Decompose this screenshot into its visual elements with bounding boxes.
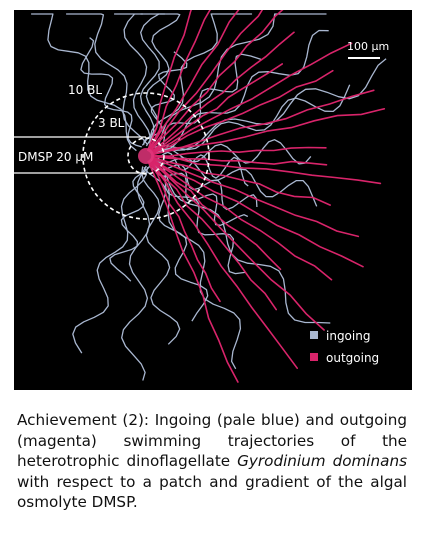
outgoing-trajectory: [147, 10, 192, 152]
caption-species-genus: Gyrodinium: [237, 452, 326, 470]
outgoing-trajectory: [151, 155, 382, 185]
ingoing-trajectory: [153, 84, 351, 151]
trajectory-plot: 10 BL 3 BL DMSP 20 μM 100 μm ingoing out…: [14, 10, 389, 383]
outgoing-trajectory: [148, 160, 298, 369]
ingoing-trajectory: [156, 158, 331, 324]
ingoing-trajectory: [155, 13, 327, 152]
ingoing-trajectory: [148, 165, 242, 370]
outgoing-trajectory: [148, 10, 264, 153]
outgoing-trajectory: [147, 10, 211, 152]
outgoing-trajectories: [147, 10, 386, 383]
ingoing-trajectory: [113, 13, 152, 146]
ingoing-trajectory: [141, 166, 181, 345]
outgoing-trajectory: [150, 69, 334, 155]
ingoing-trajectory: [155, 29, 329, 153]
caption-text: Achievement (2): Ingoing (pale blue) and…: [17, 411, 407, 470]
outgoing-trajectory: [151, 108, 386, 156]
dmsp-patch: [138, 148, 154, 164]
outgoing-trajectory: [150, 157, 360, 238]
outgoing-trajectory: [150, 158, 333, 281]
scale-bar-label: 100 μm: [347, 40, 389, 53]
outgoing-trajectory: [150, 63, 283, 154]
ingoing-trajectory: [155, 139, 312, 165]
outgoing-trajectory: [148, 10, 240, 152]
patch-label: DMSP 20 μM: [18, 150, 93, 164]
caption-text-end: with respect to a patch and gradient of …: [17, 472, 407, 512]
ingoing-trajectory: [80, 37, 142, 148]
outgoing-trajectory: [151, 156, 331, 206]
ingoing-trajectory: [72, 166, 149, 354]
outgoing-trajectory: [150, 157, 364, 268]
outgoing-trajectory: [149, 10, 284, 153]
legend-label-ingoing: ingoing: [326, 329, 370, 343]
ingoing-trajectory: [143, 166, 209, 322]
ingoing-trajectory: [65, 13, 149, 146]
trajectory-figure: 10 BL 3 BL DMSP 20 μM 100 μm ingoing out…: [14, 10, 412, 390]
outgoing-trajectory: [151, 89, 375, 156]
caption-species-epithet: dominans: [332, 452, 407, 470]
inner-ring-3bl: [127, 137, 165, 175]
outgoing-trajectory: [149, 159, 325, 331]
legend-swatch-outgoing: [310, 353, 318, 361]
figure-caption: Achievement (2): Ingoing (pale blue) and…: [17, 410, 407, 513]
outgoing-trajectory: [149, 159, 282, 271]
ring-outer-label: 10 BL: [68, 83, 102, 97]
outgoing-trajectory: [151, 146, 327, 158]
outgoing-trajectory: [149, 31, 295, 153]
ingoing-trajectory: [121, 165, 151, 381]
legend-swatch-ingoing: [310, 331, 318, 339]
ingoing-trajectories: [31, 13, 387, 381]
outgoing-trajectory: [149, 159, 277, 311]
outgoing-trajectory: [147, 160, 221, 303]
legend-label-outgoing: outgoing: [326, 351, 379, 365]
ring-inner-label: 3 BL: [98, 116, 125, 130]
ingoing-trajectory: [149, 13, 253, 147]
outgoing-trajectory: [151, 155, 328, 166]
ingoing-trajectory: [109, 166, 150, 282]
outgoing-trajectory: [150, 42, 353, 154]
outgoing-trajectory: [147, 160, 239, 383]
outer-ring-10bl: [82, 92, 210, 220]
